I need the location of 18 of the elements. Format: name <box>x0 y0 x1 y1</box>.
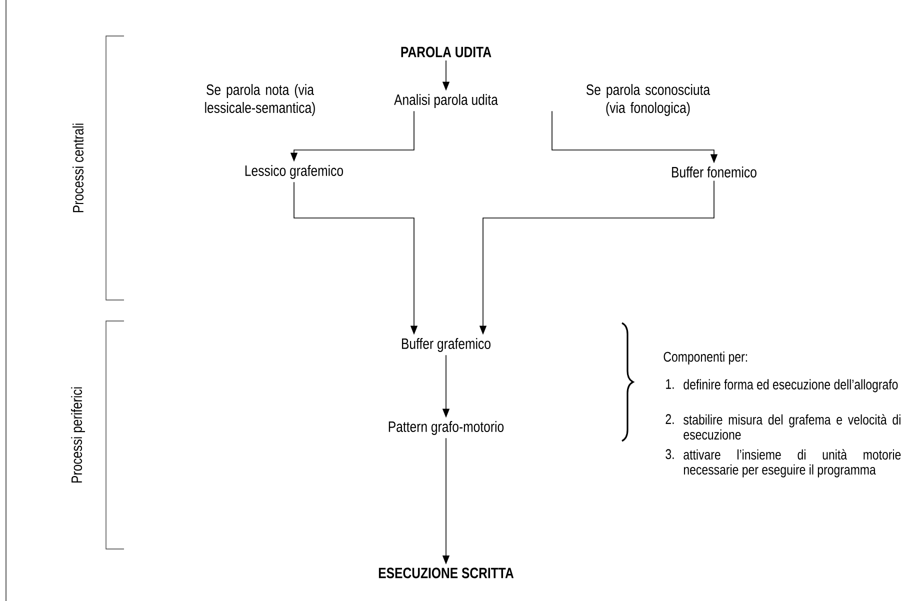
route-note: Se parola sconosciuta (via fonologica) <box>586 84 710 116</box>
stage-label: Analisi parola udita <box>394 94 498 108</box>
stage-label: Buffer fonemico <box>672 166 756 178</box>
route-note: Se parola nota (via lessicale-semantica) <box>205 84 315 116</box>
stage-label: Pattern grafo-motorio <box>388 421 504 435</box>
list-number: 1. <box>666 379 674 389</box>
heading: ESECUZIONE SCRITTA <box>378 568 514 578</box>
stage-label: Lessico grafemico <box>245 165 344 179</box>
note-heading: Componenti per: <box>664 351 747 364</box>
list-number: 2. <box>666 414 674 424</box>
heading: PAROLA UDITA <box>401 46 492 58</box>
side-label: Processi centrali <box>72 124 84 212</box>
list-number: 3. <box>666 449 674 460</box>
list-item: stabilire misura del grafema e velocità di esecuzione <box>684 414 900 440</box>
list-item: attivare l’insieme di unità motorie necessarie per eseguire il programma <box>684 449 901 478</box>
list-item: definire forma ed esecuzione dell’allografo <box>684 379 898 392</box>
side-label: Processi periferici <box>71 387 85 482</box>
stage-label: Buffer grafemico <box>402 338 490 352</box>
